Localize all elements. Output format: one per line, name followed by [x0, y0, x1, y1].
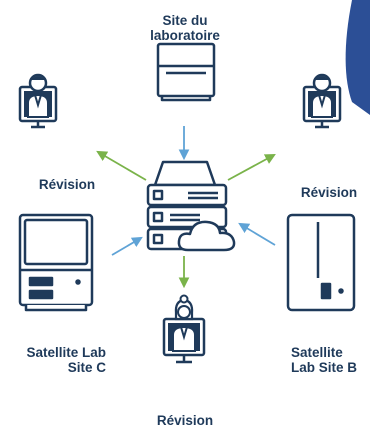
- lab-site-label-line1: Site du: [162, 13, 208, 28]
- satellite-site-b-label-line1: Satellite: [291, 345, 343, 360]
- arrow-server-to-review-left: [96, 150, 147, 181]
- revision-left-label: Révision: [38, 177, 96, 192]
- cloud-icon: [177, 220, 236, 252]
- satellite-site-c-label: Satellite Lab Site C: [2, 345, 106, 375]
- satellite-site-b-label: Satellite Lab Site B: [291, 345, 370, 375]
- satellite-site-c-label-line1: Satellite Lab: [26, 345, 106, 360]
- lab-instrument-top-icon: [156, 42, 216, 102]
- server-stack-icon: [146, 160, 228, 251]
- revision-right-label: Révision: [300, 185, 358, 200]
- lab-site-label-line2: laboratoire: [150, 28, 220, 43]
- satellite-site-c-instrument-icon: [18, 213, 94, 312]
- lab-site-label: Site du laboratoire: [130, 13, 240, 43]
- reviewer-top-left-icon: [18, 73, 58, 129]
- arrow-site-c-to-server: [111, 236, 143, 256]
- satellite-site-b-label-line2: Lab Site B: [291, 360, 358, 375]
- arrow-site-b-to-server: [238, 222, 276, 246]
- arrow-server-to-review-right: [227, 153, 276, 181]
- satellite-site-b-instrument-icon: [286, 213, 356, 312]
- revision-bottom-label: Révision: [156, 413, 214, 428]
- blue-corner-shape: [345, 0, 370, 115]
- reviewer-bottom-icon: [162, 294, 206, 364]
- satellite-site-c-label-line2: Site C: [67, 360, 106, 375]
- reviewer-top-right-icon: [302, 73, 342, 129]
